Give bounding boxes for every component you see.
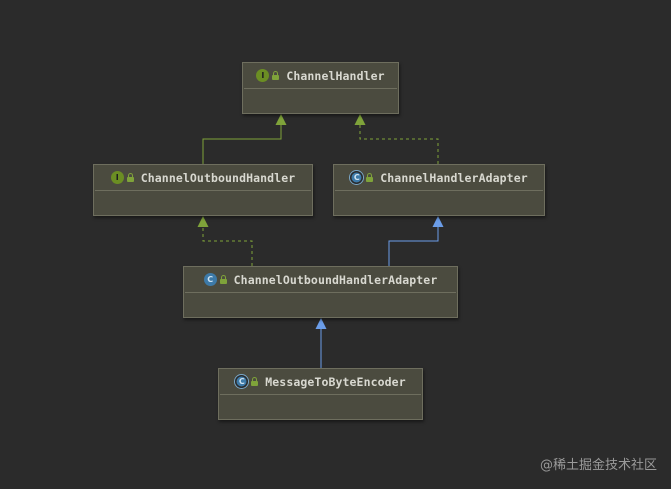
edge-encoder-extends-outbound-adapter-arrowhead (315, 318, 327, 329)
edge-handler-adapter-implements-channel-handler-line (359, 125, 439, 164)
watermark: @稀土掘金技术社区 (539, 458, 657, 473)
abstract-class-icon: C (235, 375, 249, 388)
node-divider (95, 190, 311, 191)
node-channel-handler[interactable]: I ChannelHandler (242, 62, 399, 114)
edge-outbound-handler-extends-channel-handler-line (202, 125, 282, 164)
node-name: MessageToByteEncoder (265, 374, 406, 389)
lock-icon (366, 173, 374, 182)
node-message-to-byte-encoder[interactable]: C MessageToByteEncoder (218, 368, 423, 420)
edge-outbound-adapter-extends-handler-adapter-line (388, 227, 439, 266)
node-channel-outbound-handler[interactable]: I ChannelOutboundHandler (93, 164, 313, 216)
edge-outbound-adapter-extends-handler-adapter-arrowhead (432, 216, 444, 227)
node-divider (335, 190, 543, 191)
abstract-class-icon: C (350, 171, 364, 184)
edge-outbound-adapter-implements-outbound-handler-arrowhead (197, 216, 209, 227)
interface-icon: I (110, 171, 124, 184)
node-divider (220, 394, 421, 395)
edge-outbound-handler-extends-channel-handler-arrowhead (275, 114, 287, 125)
node-name: ChannelHandlerAdapter (380, 170, 528, 185)
lock-icon (272, 71, 280, 80)
node-name: ChannelOutboundHandler (140, 170, 296, 185)
lock-icon (219, 275, 227, 284)
lock-icon (126, 173, 134, 182)
lock-icon (251, 377, 259, 386)
node-divider (185, 292, 456, 293)
edge-outbound-adapter-implements-outbound-handler-line (202, 227, 253, 266)
edge-handler-adapter-implements-channel-handler-arrowhead (354, 114, 366, 125)
node-name: ChannelHandler (286, 68, 385, 83)
node-channel-handler-adapter[interactable]: C ChannelHandlerAdapter (333, 164, 545, 216)
node-divider (244, 88, 397, 89)
interface-icon: I (256, 69, 270, 82)
node-channel-outbound-handler-adapter[interactable]: C ChannelOutboundHandlerAdapter (183, 266, 458, 318)
class-icon: C (203, 273, 217, 286)
node-name: ChannelOutboundHandlerAdapter (233, 272, 438, 287)
